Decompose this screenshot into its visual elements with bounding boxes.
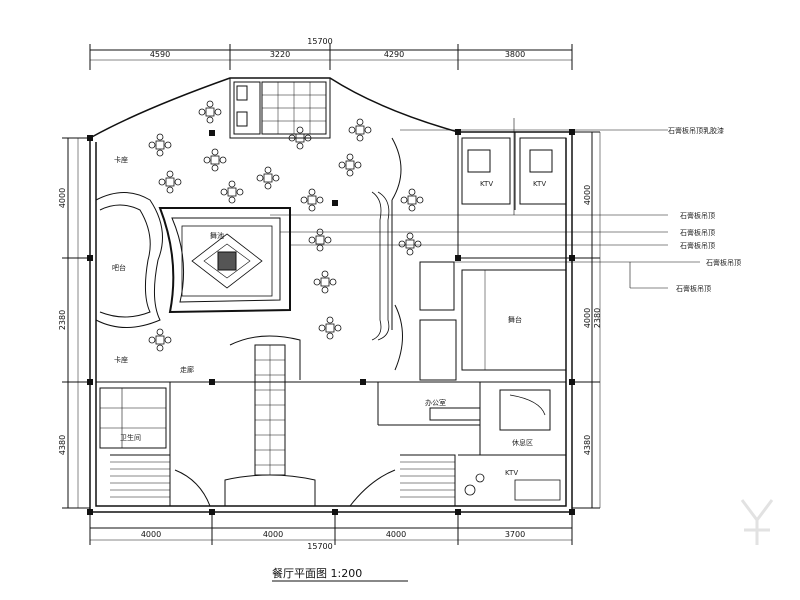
left-dimension-line xyxy=(62,137,90,509)
callout-2: 石膏板吊顶 xyxy=(680,211,715,220)
central-dance-floor xyxy=(158,207,291,314)
top-service-block xyxy=(229,77,331,139)
top-dim-1: 4590 xyxy=(150,50,170,59)
stairs-right xyxy=(349,454,456,507)
bottom-total-dim: 15700 xyxy=(307,542,332,551)
room-left-bottom: 卡座 xyxy=(114,355,128,364)
callout-leaders xyxy=(270,118,700,289)
top-dim-4: 3800 xyxy=(505,50,525,59)
callout-3: 石膏板吊顶 xyxy=(680,228,715,237)
bottom-dim-3: 4000 xyxy=(386,530,406,539)
left-dim-mid: 2380 xyxy=(58,310,67,330)
room-corridor: 走廊 xyxy=(180,365,194,374)
top-dim-3: 4290 xyxy=(384,50,404,59)
bottom-dim-2: 4000 xyxy=(263,530,283,539)
drawing-title: 餐厅平面图 1:200 xyxy=(272,566,362,580)
dining-tables xyxy=(148,100,424,352)
top-dim-2: 3220 xyxy=(270,50,290,59)
watermark-icon xyxy=(740,499,774,545)
right-dim-3: 4380 xyxy=(583,435,592,455)
room-ktv-right: KTV xyxy=(533,180,546,188)
right-partitions xyxy=(391,132,572,381)
right-dim-1: 4000 xyxy=(583,185,592,205)
callout-6: 石膏板吊顶 xyxy=(676,284,711,293)
room-left-top: 卡座 xyxy=(114,155,128,164)
bottom-dim-1: 4000 xyxy=(141,530,161,539)
right-dimension-line xyxy=(572,131,601,509)
right-dim-2: 4000 xyxy=(583,308,592,328)
bottom-dimension-line xyxy=(89,512,573,545)
stairs-left xyxy=(110,454,211,507)
booth-seating xyxy=(371,191,390,341)
room-bar: 吧台 xyxy=(112,263,126,272)
room-stage: 舞池 xyxy=(210,231,224,240)
restroom-block xyxy=(99,387,167,449)
column-markers xyxy=(87,129,575,515)
corridor-grid xyxy=(224,335,316,507)
lounge-furniture xyxy=(464,394,561,501)
top-total-dim: 15700 xyxy=(307,37,332,46)
left-dim-1: 4000 xyxy=(58,188,67,208)
right-dim-mid: 2380 xyxy=(593,308,602,328)
room-dance: 舞台 xyxy=(508,315,522,324)
room-restroom: 卫生间 xyxy=(120,433,141,442)
room-ktv-bottom: KTV xyxy=(505,469,518,477)
callout-5: 石膏板吊顶 xyxy=(706,258,741,267)
bottom-dim-4: 3700 xyxy=(505,530,525,539)
left-bar-counter xyxy=(95,192,163,328)
outer-walls xyxy=(89,77,573,513)
left-dim-2: 4380 xyxy=(58,435,67,455)
room-lounge: 休息区 xyxy=(512,438,533,447)
top-dimension-line xyxy=(89,44,573,70)
callout-4: 石膏板吊顶 xyxy=(680,241,715,250)
room-office: 办公室 xyxy=(425,398,446,407)
callout-1: 石膏板吊顶乳胶漆 xyxy=(668,126,724,135)
room-ktv-left: KTV xyxy=(480,180,493,188)
